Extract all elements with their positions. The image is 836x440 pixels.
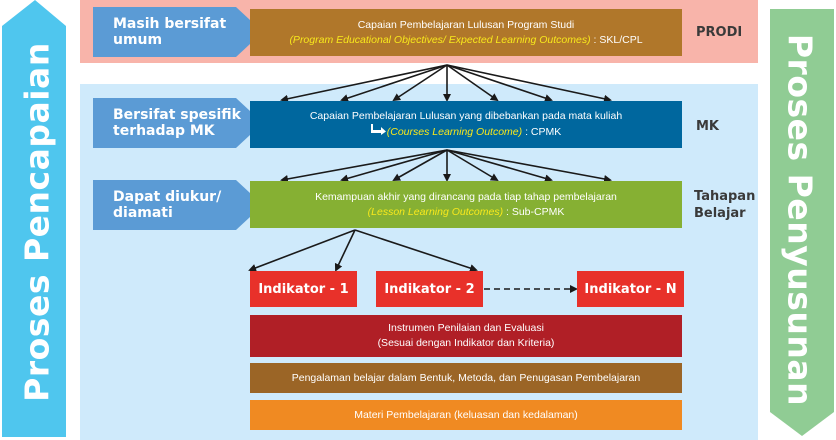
arrow — [446, 149, 612, 183]
arrow — [354, 229, 478, 272]
pentagon-arrow-icon — [93, 98, 263, 148]
sub-cpmk-box: Kemampuan akhir yang dirancang pada tiap… — [250, 181, 682, 228]
cpl-to-cpmk-arrows — [280, 64, 612, 103]
arrow — [334, 229, 356, 272]
materi-pembelajaran-bar: Materi Pembelajaran (keluasan dan kedala… — [250, 400, 682, 430]
indikator-2-box: Indikator - 2 — [376, 271, 483, 307]
level-mk-label: MK — [696, 119, 720, 134]
arrow — [446, 149, 499, 182]
instrumen-penilaian-bar: Instrumen Penilaian dan Evaluasi (Sesuai… — [250, 315, 682, 357]
arrow — [280, 64, 448, 103]
level-prodi-label: PRODI — [696, 25, 743, 40]
arrow — [392, 149, 448, 181]
arrow — [248, 229, 356, 272]
up-arrow-icon — [2, 0, 66, 437]
proses-pencapaian-arrow — [0, 0, 70, 440]
cpmk-to-sub-arrows — [280, 149, 612, 183]
cpmk-box: Capaian Pembelajaran Lulusan yang dibeba… — [250, 101, 682, 148]
arrow — [446, 64, 612, 103]
arrow — [340, 149, 448, 183]
proses-penyusunan-arrow — [766, 0, 836, 440]
tag-dapat-diukur: Dapat diukur/diamati — [93, 180, 263, 230]
arrow — [340, 64, 448, 102]
indikator-n-box: Indikator - N — [577, 271, 684, 307]
pengalaman-belajar-bar: Pengalaman belajar dalam Bentuk, Metoda,… — [250, 363, 682, 393]
arrow — [392, 64, 448, 102]
indikator-1-box: Indikator - 1 — [250, 271, 357, 307]
arrow — [280, 149, 448, 183]
curved-arrow-icon — [370, 124, 387, 140]
arrow — [446, 149, 553, 183]
down-arrow-icon — [770, 9, 834, 436]
arrow — [446, 64, 553, 102]
arrow — [446, 64, 499, 102]
pentagon-arrow-icon — [93, 7, 263, 57]
sub-to-indicator-arrows — [248, 229, 478, 272]
pentagon-arrow-icon — [93, 180, 263, 230]
cpl-box: Capaian Pembelajaran Lulusan Program Stu… — [250, 9, 682, 56]
